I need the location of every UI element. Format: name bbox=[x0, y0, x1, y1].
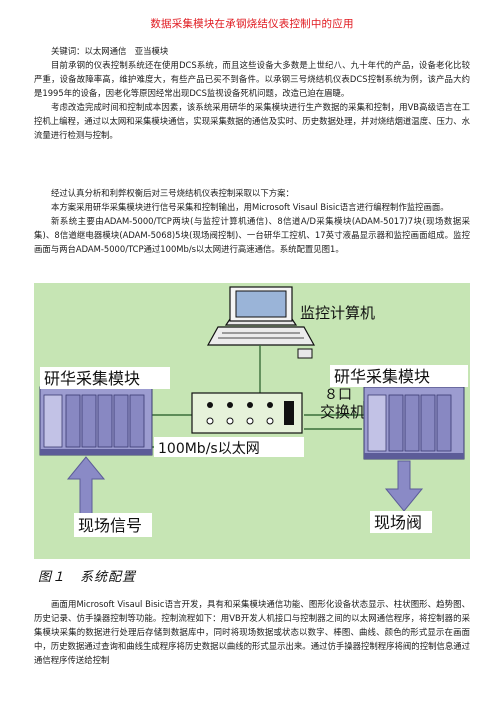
keywords-line: 关键词：以太网通信 亚当模块 bbox=[34, 44, 470, 58]
paragraph-4: 本方案采用研华采集模块进行信号采集和控制输出，用Microsoft Visaul… bbox=[51, 202, 449, 212]
body-section-2: 经过认真分析和利弊权衡后对三号烧结机仪表控制采取以下方案： 本方案采用研华采集模… bbox=[34, 186, 470, 256]
label-box-module-right bbox=[330, 365, 468, 387]
figure-caption: 图１ 系统配置 bbox=[38, 566, 136, 585]
system-config-diagram: 监控计算机 ８口 bbox=[34, 283, 470, 559]
module-rack-right bbox=[363, 386, 465, 460]
label-box-ethernet bbox=[154, 437, 304, 457]
paragraph-3: 经过认真分析和利弊权衡后对三号烧结机仪表控制采取以下方案： bbox=[51, 188, 294, 198]
caption-number: 图１ bbox=[38, 570, 67, 585]
label-switch-top: ８口 bbox=[324, 387, 352, 403]
paragraph-2: 考虑改造完成时间和控制成本因素，该系统采用研华的采集模块进行生产数据的采集和控制… bbox=[34, 102, 470, 140]
paragraph-6: 画面用Microsoft Visaul Bisic语言开发，具有和采集模块通信功… bbox=[34, 599, 470, 665]
switch-icon bbox=[191, 392, 303, 434]
module-rack-left bbox=[39, 386, 153, 456]
arrow-down-icon bbox=[384, 460, 424, 512]
system-config-figure: 监控计算机 ８口 bbox=[34, 283, 470, 559]
label-monitor: 监控计算机 bbox=[300, 304, 375, 322]
body-section-3: 画面用Microsoft Visaul Bisic语言开发，具有和采集模块通信功… bbox=[34, 597, 470, 667]
caption-text: 系统配置 bbox=[80, 570, 137, 585]
label-module-right: 研华采集模块 bbox=[334, 367, 430, 386]
label-ethernet: 100Mb/s以太网 bbox=[158, 441, 260, 457]
paragraph-1: 目前承钢的仪表控制系统还在使用DCS系统，而且这些设备大多数是上世纪八、九十年代… bbox=[34, 60, 470, 98]
label-box-field-valve bbox=[370, 511, 432, 533]
monitor-computer-icon bbox=[206, 286, 316, 359]
label-switch-bottom: 交换机 bbox=[320, 403, 365, 421]
label-box-module-left bbox=[40, 367, 170, 389]
label-field-signal: 现场信号 bbox=[78, 516, 142, 535]
document-title: 数据采集模块在承钢烧结仪表控制中的应用 bbox=[150, 18, 354, 30]
body-section-1: 目前承钢的仪表控制系统还在使用DCS系统，而且这些设备大多数是上世纪八、九十年代… bbox=[34, 58, 470, 142]
label-field-valve: 现场阀 bbox=[374, 513, 422, 532]
label-module-left: 研华采集模块 bbox=[44, 369, 140, 388]
paragraph-5: 新系统主要由ADAM-5000/TCP两块(与监控计算机通信)、8信道A/D采集… bbox=[34, 216, 470, 254]
keywords: 关键词：以太网通信 亚当模块 bbox=[51, 46, 169, 56]
label-box-field-signal bbox=[74, 513, 152, 537]
